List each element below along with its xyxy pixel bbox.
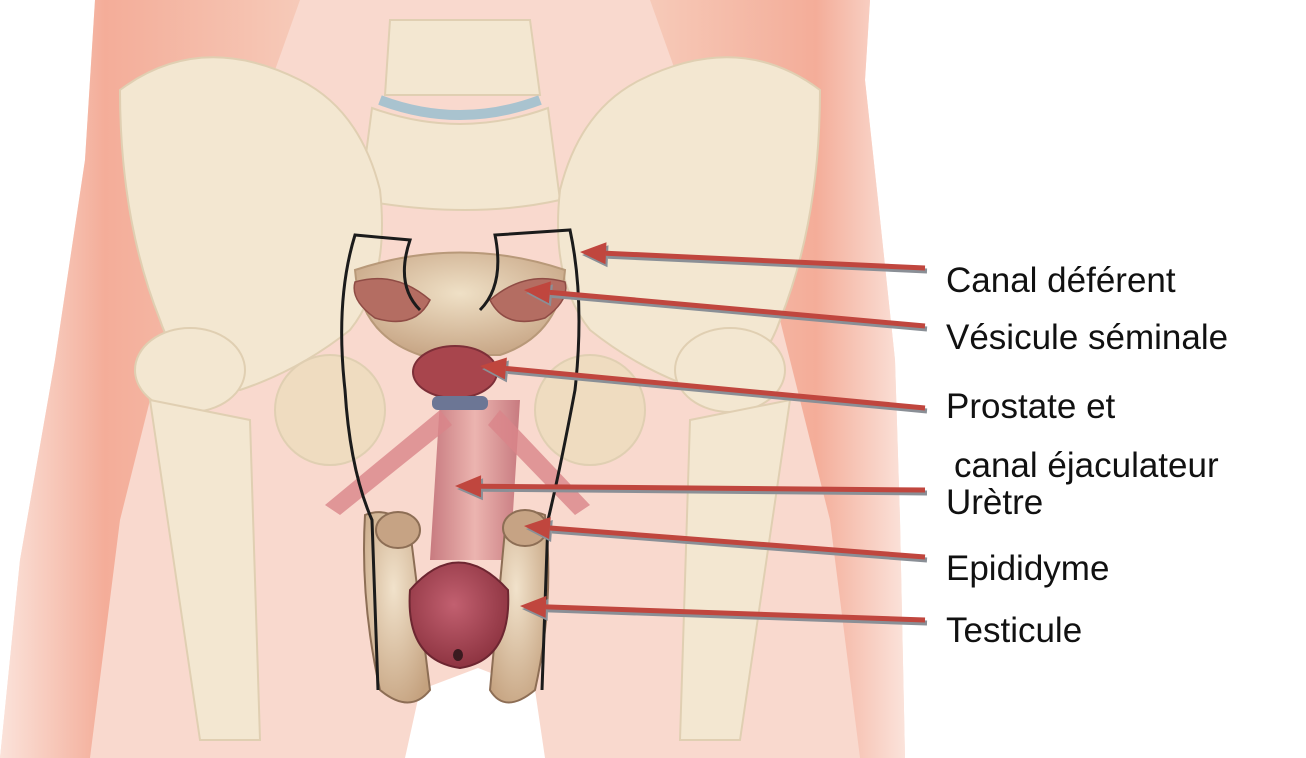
label-vesicule-seminale: Vésicule séminale: [946, 318, 1228, 358]
label-uretre: Urètre: [946, 483, 1043, 523]
label-canal-deferent: Canal déférent: [946, 261, 1176, 301]
prostate: [413, 346, 497, 398]
label-epididyme: Epididyme: [946, 549, 1109, 589]
label-prostate-line2: canal éjaculateur: [954, 446, 1219, 486]
label-testicule: Testicule: [946, 611, 1082, 651]
label-prostate-line1: Prostate et: [946, 387, 1115, 427]
